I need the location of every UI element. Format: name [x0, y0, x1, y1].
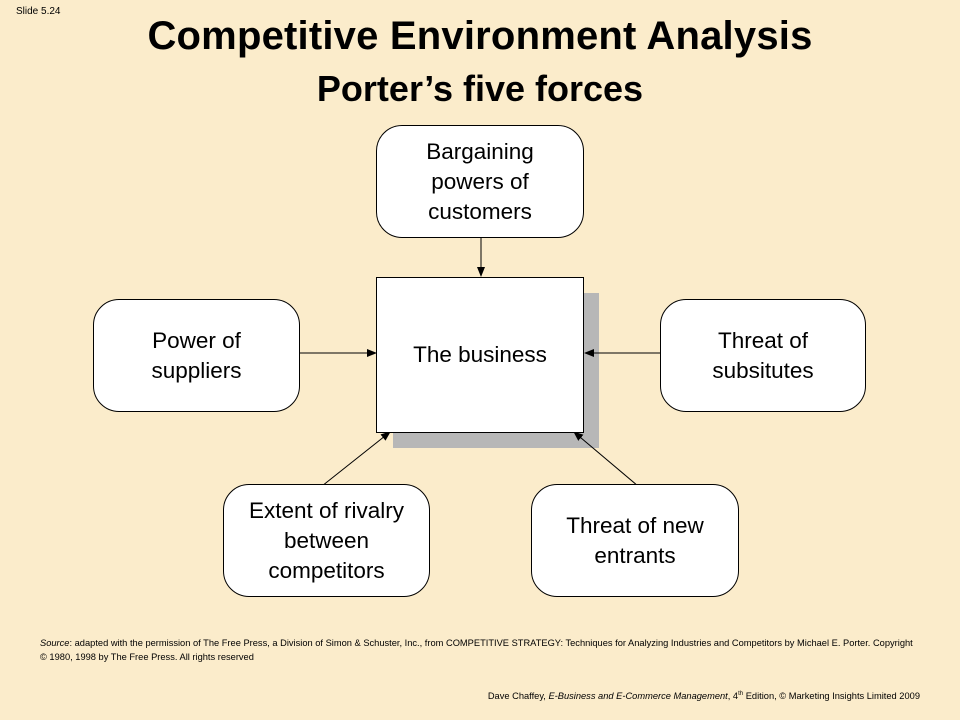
- footer-book-title: E-Business and E-Commerce Management: [548, 691, 728, 702]
- box-threat-new-entrants: Threat of new entrants: [531, 484, 739, 597]
- footer-credit: Dave Chaffey, E-Business and E-Commerce …: [488, 691, 920, 701]
- footer-author: Dave Chaffey,: [487, 691, 549, 702]
- box-power-suppliers: Power of suppliers: [93, 299, 300, 412]
- footer-edition-number: , 4: [727, 691, 739, 702]
- arrow-entrants-to-business: [573, 431, 639, 487]
- box-bargaining-customers: Bargaining powers of customers: [376, 125, 584, 238]
- source-prefix: Source: [40, 638, 70, 648]
- footer-edition-suffix: th: [738, 691, 744, 697]
- arrow-rivalry-to-business: [321, 431, 391, 487]
- box-rivalry-competitors: Extent of rivalry between competitors: [223, 484, 430, 597]
- box-threat-substitutes: Threat of subsitutes: [660, 299, 866, 412]
- footer-copyright: Edition, © Marketing Insights Limited 20…: [743, 691, 920, 702]
- slide-subtitle: Porter’s five forces: [316, 68, 644, 109]
- source-citation: Source: adapted with the permission of T…: [40, 636, 920, 664]
- slide-title: Competitive Environment Analysis: [147, 14, 813, 58]
- box-the-business: The business: [376, 277, 584, 433]
- slide-number: Slide 5.24: [16, 6, 61, 17]
- source-text: : adapted with the permission of The Fre…: [40, 638, 913, 662]
